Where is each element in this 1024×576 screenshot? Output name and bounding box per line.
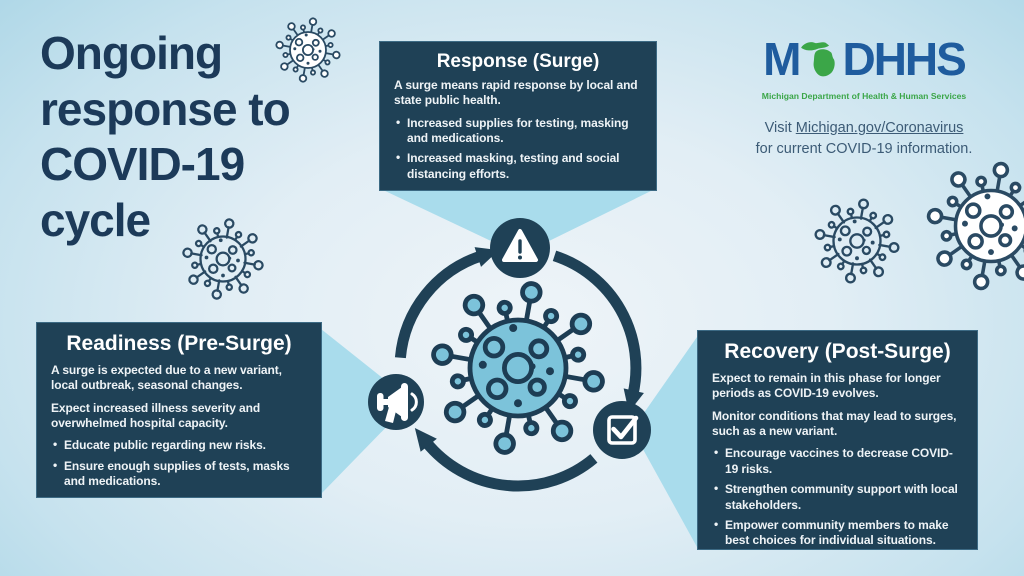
alert-triangle-icon (490, 218, 550, 278)
response-surge-box: Response (Surge) A surge means rapid res… (379, 41, 657, 191)
recovery-paragraph: Monitor conditions that may lead to surg… (712, 408, 957, 439)
recovery-bullet: Empower community members to make best c… (712, 517, 963, 549)
cycle-arrows (394, 247, 644, 492)
beam-response (381, 189, 655, 241)
megaphone-icon (368, 374, 424, 430)
title-line: COVID-19 (40, 138, 245, 191)
arrow-readiness-to-response (394, 247, 499, 359)
response-bullet: Increased supplies for testing, masking … (394, 115, 642, 147)
readiness-paragraph: A surge is expected due to a new variant… (51, 363, 282, 393)
readiness-bullet: Ensure enough supplies of tests, masks a… (51, 458, 307, 490)
recovery-postsurge-box: Recovery (Post-Surge) Expect to remain i… (697, 330, 978, 550)
title-line: Ongoing (40, 27, 223, 79)
recovery-box-title: Recovery (Post-Surge) (724, 340, 951, 363)
mdhhs-logo-block: M DHHS Michigan Department of Health & H… (738, 28, 990, 160)
coronavirus-link[interactable]: Michigan.gov/Coronavirus (795, 120, 964, 136)
virus-icon-right-edge (925, 160, 1024, 292)
beam-readiness (321, 329, 399, 494)
beam-shapes (321, 189, 697, 547)
response-bullet: Increased masking, testing and social di… (394, 150, 642, 182)
logo-tagline: Michigan Department of Health & Human Se… (761, 91, 967, 101)
mdhhs-logo: M DHHS (738, 28, 990, 90)
readiness-bullet: Educate public regarding new risks. (51, 437, 307, 453)
readiness-presurge-box: Readiness (Pre-Surge) A surge is expecte… (36, 322, 322, 498)
virus-icon-mid-right (813, 197, 901, 285)
checkbox-icon (593, 401, 651, 459)
logo-letter-m: M (763, 33, 801, 85)
recovery-bullet: Encourage vaccines to decrease COVID-19 … (712, 445, 963, 477)
logo-letters-dhhs: DHHS (842, 33, 966, 85)
title-line: cycle (40, 193, 151, 246)
response-intro: A surge means rapid response by local an… (394, 78, 638, 108)
visit-info: Visit Michigan.gov/Coronavirus for curre… (738, 118, 990, 160)
recovery-paragraph: Expect to remain in this phase for longe… (712, 371, 941, 401)
coronavirus-illustration (432, 282, 604, 454)
title-line: response to (40, 82, 291, 135)
response-box-title: Response (Surge) (436, 51, 600, 72)
arrow-response-to-recovery (552, 250, 644, 413)
visit-prefix: Visit (764, 120, 796, 136)
recovery-bullet-list: Encourage vaccines to decrease COVID-19 … (712, 445, 963, 549)
page-title: Ongoing response to COVID-19 cycle (40, 26, 291, 249)
response-bullet-list: Increased supplies for testing, masking … (394, 115, 642, 182)
recovery-bullet: Strengthen community support with local … (712, 481, 963, 513)
readiness-bullet-list: Educate public regarding new risks. Ensu… (51, 437, 307, 490)
arrow-recovery-to-readiness (414, 428, 598, 492)
beam-recovery (639, 337, 697, 547)
readiness-box-title: Readiness (Pre-Surge) (66, 332, 292, 355)
visit-line2: for current COVID-19 information. (755, 141, 973, 158)
michigan-state-icon (801, 42, 836, 77)
readiness-paragraph: Expect increased illness severity and ov… (51, 400, 261, 431)
